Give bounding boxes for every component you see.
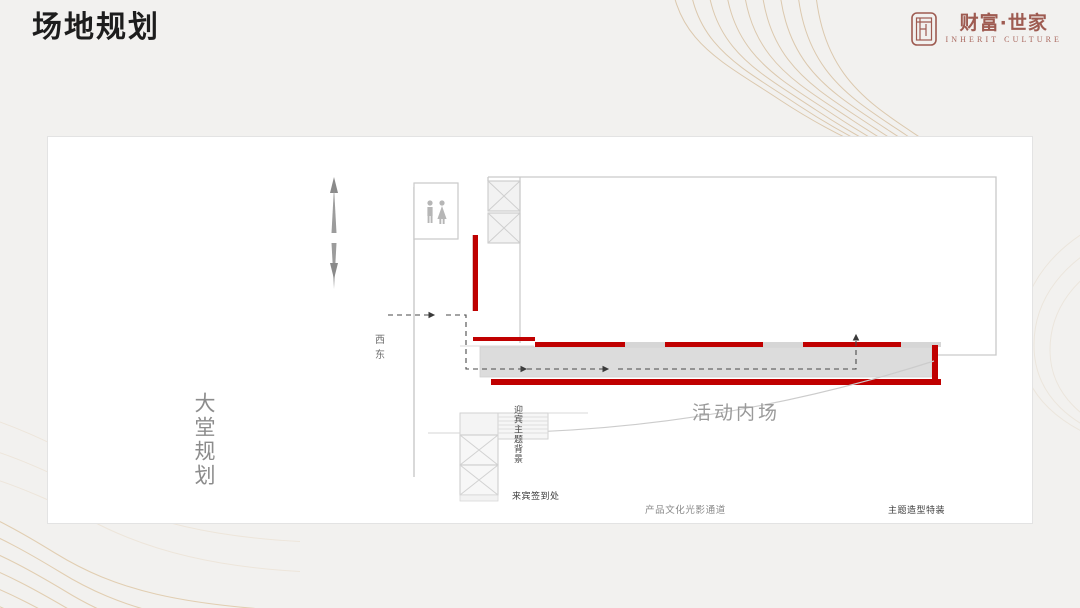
flow-arrow-lobby-to-checkin: [446, 314, 528, 373]
zone-label-feature: 主题造型特装: [888, 506, 946, 516]
compass-label-west: 西: [375, 335, 385, 346]
seal-logo-mark-icon: [910, 12, 937, 46]
direction-indicator-icon: [330, 177, 338, 289]
floorplan-card: 大堂规划 活动内场 产品文化光影通道 迎宾主题背景 来宾签到处 主题造型特装 西…: [47, 136, 1033, 524]
restroom-block: [413, 182, 459, 240]
floorplan-drawing: [330, 176, 997, 502]
main-hall-outline: [487, 176, 997, 356]
feature-installation-marker: [932, 345, 938, 383]
zone-label-welcome: 迎宾主题背景: [512, 405, 522, 464]
compass-label-east: 东: [375, 350, 385, 361]
brand-logo: 财富·世家 INHERIT CULTURE: [910, 11, 1063, 46]
elevator-shaft-north: [487, 177, 521, 343]
floorplan-stage: 大堂规划 活动内场 产品文化光影通道 迎宾主题背景 来宾签到处 主题造型特装 西…: [48, 137, 1032, 523]
corridor-band: [479, 342, 941, 385]
checkin-counter-marker: [473, 337, 535, 341]
brand-name-cn: 财富·世家: [959, 11, 1048, 34]
zone-label-hall: 活动内场: [692, 402, 781, 424]
zone-label-corridor: 产品文化光影通道: [645, 505, 726, 516]
zone-label-checkin: 来宾签到处: [512, 492, 560, 502]
welcome-backdrop-marker: [472, 235, 478, 311]
brand-name-en: INHERIT CULTURE: [945, 35, 1062, 45]
zone-label-lobby: 大堂规划: [192, 392, 216, 488]
elevator-shaft-south: [459, 412, 499, 502]
flow-arrow-exit: [618, 333, 860, 370]
page-title: 场地规划: [32, 10, 160, 45]
stairs-hatch-icon: [497, 412, 588, 440]
